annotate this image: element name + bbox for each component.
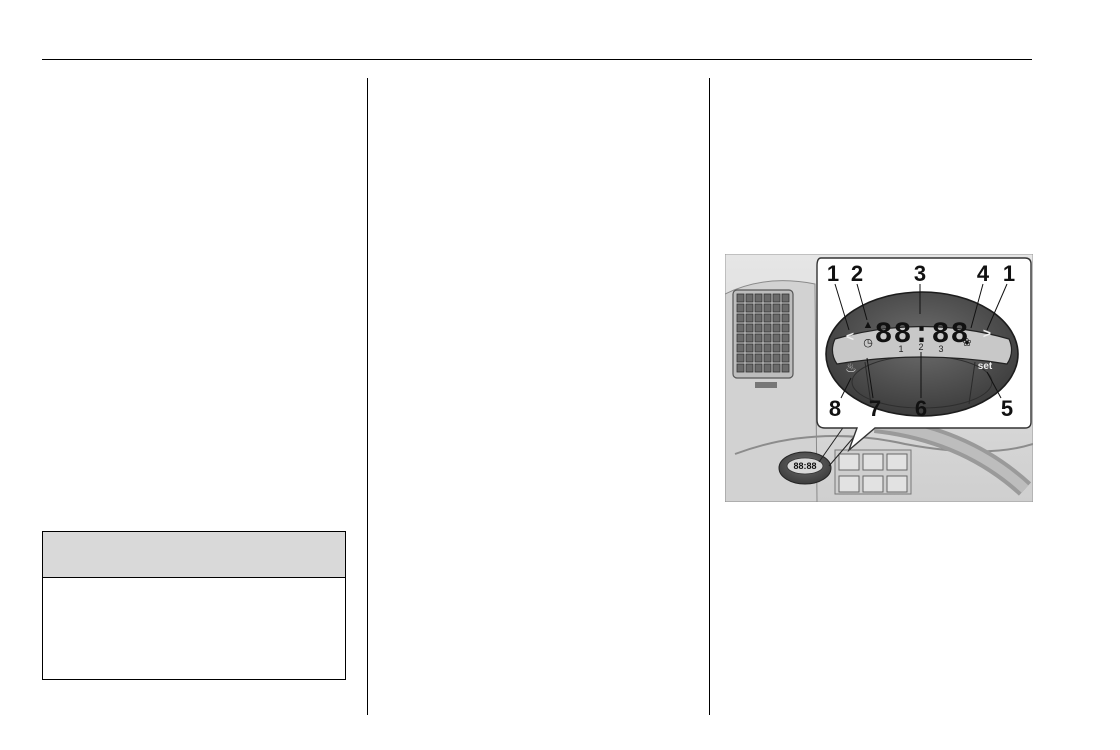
vent-slat	[781, 333, 790, 343]
vent-slat	[745, 353, 754, 363]
vent-slat	[763, 333, 772, 343]
vent-slat	[772, 293, 781, 303]
switch-panel	[834, 449, 912, 495]
vent-slat	[781, 353, 790, 363]
vent-slat	[754, 343, 763, 353]
vent-slat	[781, 303, 790, 313]
vent-slat	[745, 323, 754, 333]
vent-slat	[763, 313, 772, 323]
vent-slat	[754, 353, 763, 363]
vent-slat	[736, 343, 745, 353]
vent-slat	[745, 363, 754, 373]
vent-slat	[772, 323, 781, 333]
note-box-header	[43, 532, 345, 578]
vent-slat	[772, 313, 781, 323]
vent-slat	[745, 333, 754, 343]
vent-slat	[763, 293, 772, 303]
callout-number: 5	[1001, 396, 1013, 421]
vent-slat	[736, 313, 745, 323]
callout-leaders	[834, 283, 1008, 399]
vent-slat	[772, 303, 781, 313]
callout-number: 8	[829, 396, 841, 421]
vent-slat	[763, 343, 772, 353]
vent-slat	[772, 333, 781, 343]
callout-number: 1	[827, 261, 839, 286]
vent-slat	[736, 333, 745, 343]
heater-icon: ▲	[863, 319, 874, 331]
column-divider-left	[367, 78, 368, 715]
clock-icon: ◷	[863, 337, 873, 349]
vent-slat	[763, 353, 772, 363]
vent-slat	[745, 293, 754, 303]
vent-slat	[736, 353, 745, 363]
vent-slat	[781, 313, 790, 323]
vent-slat	[736, 363, 745, 373]
left-arrow-button: <	[846, 328, 854, 344]
vent-slat	[772, 343, 781, 353]
vent-slat	[763, 363, 772, 373]
vent-slat	[745, 303, 754, 313]
preset-number: 2	[918, 342, 923, 352]
heater-timer-figure: 88:88 88:88 < > ▲ ◷ ❀ 1 2 3 set ♨	[725, 254, 1033, 502]
vent-slat	[763, 323, 772, 333]
heater-button-icon: ♨	[845, 360, 857, 375]
fan-icon: ❀	[962, 337, 971, 349]
right-arrow-button: >	[983, 325, 991, 341]
air-vent-icon	[732, 289, 794, 388]
note-box	[42, 531, 346, 680]
callout-number: 4	[977, 261, 990, 286]
vent-slat	[754, 323, 763, 333]
vent-slat	[763, 303, 772, 313]
timer-display-window	[831, 325, 1013, 365]
vent-slat	[781, 323, 790, 333]
vent-slat	[781, 343, 790, 353]
vent-slat	[772, 363, 781, 373]
heater-timer-unit: 88:88 < > ▲ ◷ ❀ 1 2 3 set ♨	[825, 291, 1019, 417]
vent-slat	[781, 293, 790, 303]
header-rule	[42, 59, 1032, 60]
vent-slat	[754, 303, 763, 313]
mini-timer-display: 88:88	[793, 461, 816, 471]
mini-timer: 88:88	[778, 451, 832, 485]
preset-number: 1	[898, 344, 903, 354]
callout-number: 2	[851, 261, 863, 286]
vent-slat	[745, 313, 754, 323]
vent-slat	[736, 293, 745, 303]
preset-number: 3	[938, 344, 943, 354]
callout-number: 6	[915, 396, 927, 421]
dash-curve	[734, 435, 1033, 455]
vent-slat	[736, 303, 745, 313]
vent-slat	[745, 343, 754, 353]
callout-number: 3	[914, 261, 926, 286]
callout-number: 1	[1003, 261, 1015, 286]
vent-slat	[781, 363, 790, 373]
vent-slat	[754, 293, 763, 303]
vent-slat	[754, 333, 763, 343]
column-divider-right	[709, 78, 710, 715]
callout-number: 7	[869, 396, 881, 421]
vent-slat	[754, 313, 763, 323]
vent-slat	[772, 353, 781, 363]
heater-timer-illustration: 88:88 88:88 < > ▲ ◷ ❀ 1 2 3 set ♨	[725, 254, 1033, 502]
vent-slat	[736, 323, 745, 333]
timer-display-digits: 88:88	[874, 318, 969, 352]
vent-slat	[754, 363, 763, 373]
set-button: set	[978, 361, 993, 372]
